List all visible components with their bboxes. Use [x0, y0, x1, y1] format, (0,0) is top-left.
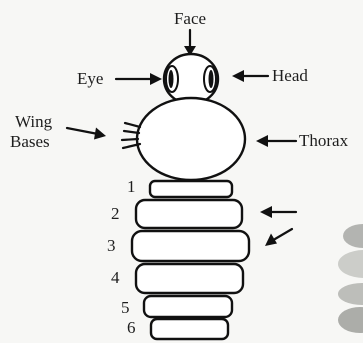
face-arrow — [184, 30, 196, 56]
segment-number-3: 3 — [107, 236, 116, 255]
abdomen — [132, 181, 249, 339]
abdomen-arrow-lower — [265, 229, 292, 246]
segment-number-1: 1 — [127, 177, 136, 196]
thorax-arrow — [256, 135, 296, 147]
segment-number-5: 5 — [121, 298, 130, 317]
segment-3 — [132, 231, 249, 261]
label-face: Face — [174, 9, 206, 28]
label-thorax: Thorax — [299, 131, 349, 150]
eye-arrow — [116, 73, 162, 85]
segment-6 — [151, 319, 228, 339]
segment-4 — [136, 264, 243, 293]
abdomen-arrow-upper — [260, 206, 296, 218]
label-wing-bases-line1: Wing — [15, 112, 53, 131]
label-head: Head — [272, 66, 308, 85]
head-arrow — [232, 70, 268, 82]
segment-2 — [136, 200, 242, 228]
segment-number-4: 4 — [111, 268, 120, 287]
segment-number-2: 2 — [111, 204, 120, 223]
wing-bases-arrow — [67, 128, 106, 140]
segment-number-6: 6 — [127, 318, 136, 337]
head — [164, 54, 218, 104]
background-figure — [338, 224, 363, 333]
thorax — [137, 98, 245, 180]
label-wing-bases-line2: Bases — [10, 132, 50, 151]
segment-1 — [150, 181, 232, 197]
label-eye: Eye — [77, 69, 103, 88]
segment-5 — [144, 296, 232, 317]
